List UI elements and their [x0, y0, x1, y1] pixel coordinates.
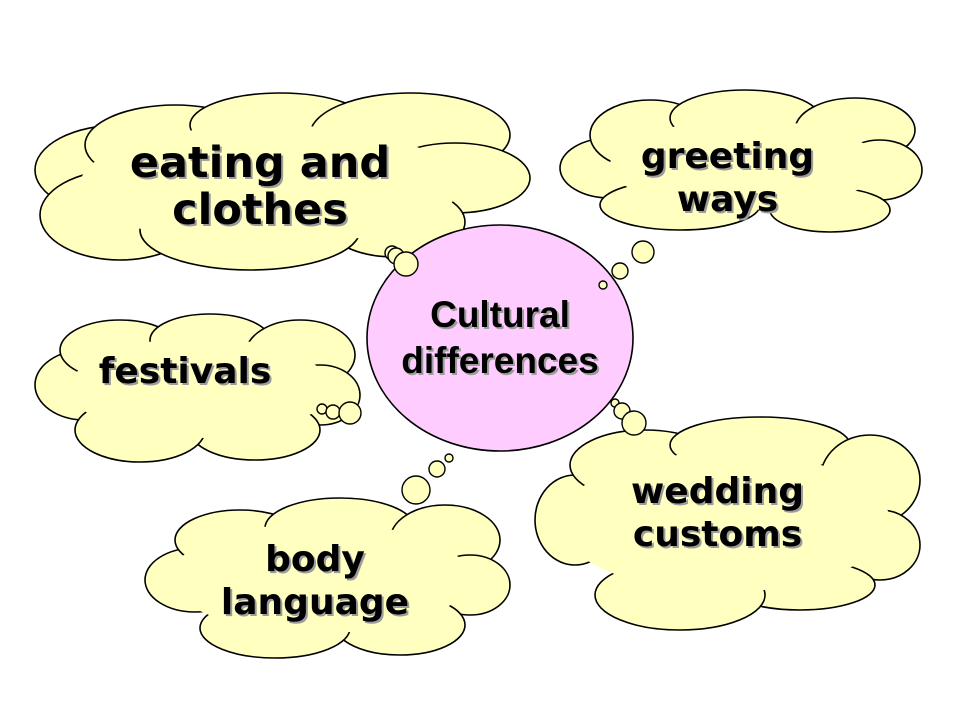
center-line2: differences: [401, 340, 599, 382]
bubble-wedding-line1: wedding: [631, 471, 804, 512]
bubble-greeting-line1: greeting: [640, 136, 815, 177]
bubble-eating-line1: eating and: [129, 138, 391, 188]
bubble-label-greeting-ways: greeting ways: [615, 135, 840, 221]
center-line1: Cultural: [430, 294, 570, 335]
bubble-festivals-line1: festivals: [98, 351, 272, 392]
bubble-label-wedding-customs: wedding customs: [605, 470, 830, 556]
bubble-body-line2: language: [220, 582, 410, 624]
thought-bubbles: [316, 240, 655, 505]
cloud-greeting-ways: [559, 89, 923, 233]
bubble-eating-line2: clothes: [172, 185, 348, 236]
cloud-body-language: [144, 497, 511, 659]
bubble-label-festivals: festivals: [80, 352, 290, 392]
cloud-eating-and-clothes: [34, 92, 531, 271]
bubble-body-line1: body: [265, 539, 365, 580]
center-label: Cultural differences: [368, 292, 632, 385]
bubble-label-body-language: body language: [200, 538, 430, 624]
cloud-wedding-customs: [534, 416, 921, 631]
bubble-label-eating-and-clothes: eating and clothes: [110, 138, 410, 236]
center-circle: [366, 224, 634, 452]
bubble-wedding-line2: customs: [632, 514, 803, 556]
cloud-festivals: [34, 313, 361, 463]
bubble-greeting-line2: ways: [676, 179, 779, 221]
